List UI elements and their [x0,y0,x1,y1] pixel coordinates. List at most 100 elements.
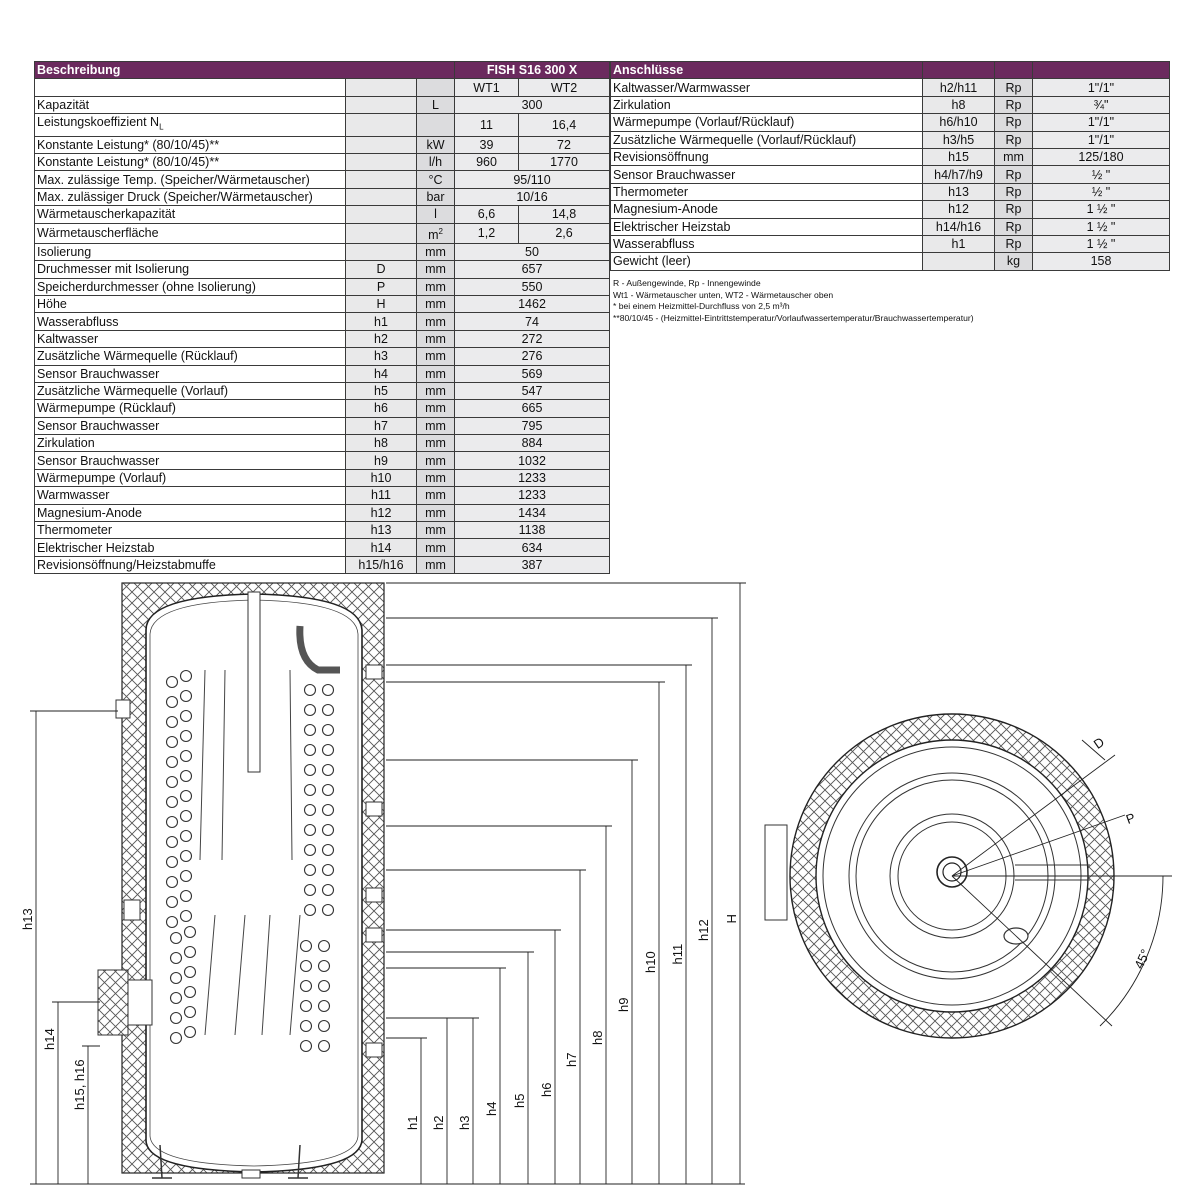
row-unit: mm [416,294,455,314]
coil-tube [303,703,317,717]
row-value-wt2: 2,6 [517,222,611,244]
subheader-wt2: WT2 [517,78,611,97]
row-unit: mm [416,399,455,418]
row-value: 1233 [453,486,611,505]
table-row: Max. zulässige Temp. (Speicher/Wärmetaus… [34,170,611,189]
row-unit: mm [416,277,455,296]
row-unit: mm [416,434,455,453]
row-label: Kapazität [34,95,346,115]
coil-tube [183,985,197,999]
row-unit: Rp [994,217,1033,236]
dimension-label: h1 [405,1116,420,1130]
coil-tube [321,903,335,917]
coil-tube [169,971,183,985]
row-value: 1138 [453,521,611,540]
row-symbol [345,170,417,189]
row-unit: mm [416,329,455,349]
row-label: Wärmepumpe (Vorlauf/Rücklauf) [610,113,923,132]
row-symbol: h2/h11 [922,78,995,97]
table-row: Max. zulässiger Druck (Speicher/Wärmetau… [34,187,611,207]
row-value: 1 ½ " [1032,200,1170,219]
row-label: Wasserabfluss [610,234,923,254]
dimension-label: H [724,914,739,923]
empty-cell [994,60,1033,80]
row-symbol [345,222,417,244]
row-unit: l/h [416,153,455,172]
coil-tube [303,883,317,897]
dimension-label: h4 [484,1102,499,1116]
row-value: 50 [453,242,611,262]
side-view [97,582,385,1179]
row-label: Sensor Brauchwasser [610,165,923,184]
coil-tube [183,1005,197,1019]
row-value-wt2: 14,8 [517,205,611,224]
coil-tube [165,895,179,909]
dimension-label: h5 [512,1094,527,1108]
dimension-label: h15, h16 [72,1059,87,1110]
row-symbol: h12 [345,503,417,523]
row-unit: kW [416,135,455,155]
empty-cell [345,78,417,97]
row-unit: Rp [994,95,1033,115]
row-value-wt1: 960 [454,153,519,172]
row-unit: mm [416,468,455,488]
row-label: Wasserabfluss [34,312,346,331]
coil-tube [179,809,193,823]
row-value: 795 [453,416,611,436]
row-unit: mm [994,147,1033,167]
coil-tube [179,889,193,903]
row-unit: mm [416,347,455,366]
coil-tube [321,743,335,757]
row-symbol: h8 [922,95,995,115]
coil-tube [165,675,179,689]
row-label: Revisionsöffnung [610,147,923,167]
row-label: Warmwasser [34,486,346,505]
row-symbol: P [345,277,417,296]
row-unit: mm [416,381,455,401]
coil-tube [183,945,197,959]
row-label: Wärmepumpe (Vorlauf) [34,468,346,488]
row-value: 665 [453,399,611,418]
coil-tube [183,965,197,979]
coil-tube [179,729,193,743]
coil-tube [165,875,179,889]
coil-tube [303,763,317,777]
coil-tube [179,909,193,923]
row-symbol [345,113,417,137]
row-unit: l [416,205,455,224]
row-value-wt1: 39 [454,135,519,155]
row-value: 550 [453,277,611,296]
row-label: Wärmepumpe (Rücklauf) [34,399,346,418]
row-symbol: h15/h16 [345,555,417,575]
label-p: P [1124,810,1137,827]
row-label: Max. zulässiger Druck (Speicher/Wärmetau… [34,187,346,207]
row-unit: Rp [994,165,1033,184]
coil-tube [165,795,179,809]
coil-tube [179,789,193,803]
row-unit: mm [416,503,455,523]
coil-tube [303,863,317,877]
row-unit: Rp [994,78,1033,97]
row-symbol: h2 [345,329,417,349]
row-value: 884 [453,434,611,453]
row-label: Druchmesser mit Isolierung [34,260,346,279]
row-value: 634 [453,538,611,557]
row-symbol: h5 [345,381,417,401]
row-label: Isolierung [34,242,346,262]
row-label: Thermometer [610,182,923,202]
row-symbol: h13 [345,521,417,540]
row-value: 1233 [453,468,611,488]
coil-tube [169,951,183,965]
row-symbol: h12 [922,200,995,219]
row-label: Elektrischer Heizstab [34,538,346,557]
row-unit: mm [416,312,455,331]
row-unit: Rp [994,200,1033,219]
